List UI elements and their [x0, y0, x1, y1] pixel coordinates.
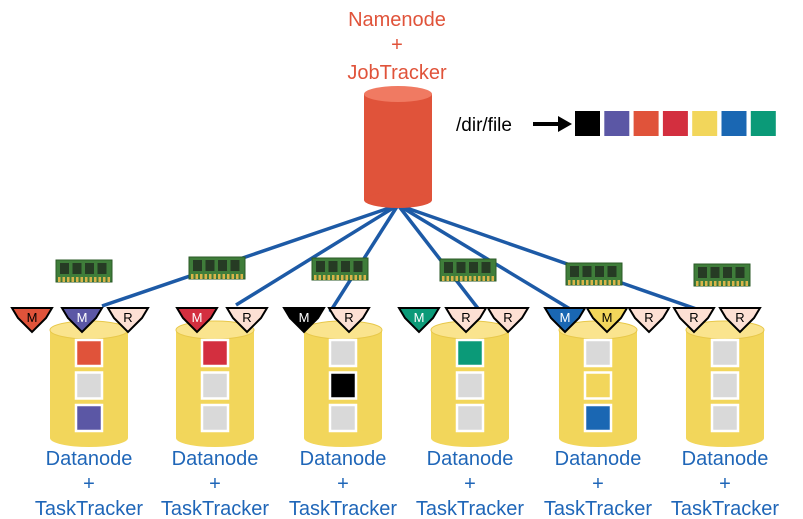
node-label-plus: +	[719, 473, 731, 495]
slot-label: R	[503, 310, 512, 325]
stored-block	[583, 403, 613, 433]
worker-node: M M R Datanode + TaskTracker	[543, 262, 671, 519]
jobtracker-title: JobTracker	[347, 62, 447, 84]
slot-label: R	[735, 310, 744, 325]
stored-block	[200, 403, 230, 433]
network-link	[397, 203, 706, 314]
ram-module-icon	[693, 263, 751, 287]
stored-block	[74, 403, 104, 433]
worker-nodes: M M R Datanode + TaskTracker M R Datanode + TaskTr…	[10, 256, 780, 519]
file-path-label: /dir/file	[456, 115, 512, 136]
map-slot: M	[585, 307, 629, 334]
slot-label: R	[123, 310, 132, 325]
ram-module-icon	[311, 257, 369, 281]
file-block	[604, 111, 630, 136]
node-label-tasktracker: TaskTracker	[35, 498, 144, 519]
stored-block	[74, 338, 104, 368]
worker-node: M M R Datanode + TaskTracker	[10, 259, 150, 519]
reduce-slot: R	[225, 307, 269, 334]
worker-node: M R R Datanode + TaskTracker	[397, 258, 530, 519]
stored-block	[200, 371, 230, 400]
file-block	[662, 111, 688, 136]
stored-block	[200, 338, 230, 368]
slot-label: M	[192, 310, 203, 325]
ram-module-icon	[565, 262, 623, 286]
reduce-slot: R	[672, 307, 716, 334]
node-label-plus: +	[592, 473, 604, 495]
file-block	[575, 111, 600, 136]
stored-block	[583, 338, 613, 368]
node-label-tasktracker: TaskTracker	[161, 498, 270, 519]
stored-block	[710, 371, 740, 400]
file-block	[692, 111, 718, 136]
namenode-title: Namenode	[348, 9, 446, 31]
node-label-datanode: Datanode	[682, 448, 769, 470]
reduce-slot: R	[106, 307, 150, 334]
namenode-cylinder	[364, 86, 432, 208]
map-slot: M	[10, 307, 54, 334]
reduce-slot: R	[486, 307, 530, 334]
map-slot: M	[175, 307, 219, 334]
ram-module-icon	[55, 259, 113, 283]
slot-label: R	[344, 310, 353, 325]
slot-label: R	[461, 310, 470, 325]
slot-label: M	[560, 310, 571, 325]
network-link	[235, 203, 399, 307]
node-label-plus: +	[209, 473, 221, 495]
slot-label: M	[602, 310, 613, 325]
node-label-datanode: Datanode	[555, 448, 642, 470]
network-link	[101, 203, 399, 308]
worker-node: R R Datanode + TaskTracker	[671, 263, 780, 519]
network-link	[396, 203, 482, 313]
node-label-datanode: Datanode	[46, 448, 133, 470]
node-label-tasktracker: TaskTracker	[416, 498, 525, 519]
map-slot: M	[543, 307, 587, 334]
node-label-datanode: Datanode	[172, 448, 259, 470]
map-slot: M	[60, 307, 104, 334]
file-block	[633, 111, 659, 136]
worker-node: M R Datanode + TaskTracker	[161, 256, 270, 519]
stored-block	[710, 403, 740, 433]
node-label-plus: +	[464, 473, 476, 495]
file-blocks	[575, 111, 776, 136]
stored-block	[455, 371, 485, 400]
node-label-tasktracker: TaskTracker	[544, 498, 653, 519]
stored-block	[710, 338, 740, 368]
node-label-plus: +	[83, 473, 95, 495]
slot-label: R	[644, 310, 653, 325]
slot-label: M	[299, 310, 310, 325]
map-slot: M	[397, 307, 441, 334]
reduce-slot: R	[444, 307, 488, 334]
slot-label: M	[414, 310, 425, 325]
node-label-datanode: Datanode	[300, 448, 387, 470]
map-slot: M	[282, 307, 326, 334]
slot-label: R	[689, 310, 698, 325]
node-label-tasktracker: TaskTracker	[289, 498, 398, 519]
node-label-plus: +	[337, 473, 349, 495]
reduce-slot: R	[327, 307, 371, 334]
stored-block	[455, 403, 485, 433]
stored-block	[328, 403, 358, 433]
node-label-tasktracker: TaskTracker	[671, 498, 780, 519]
namenode-plus: +	[391, 34, 403, 56]
ram-module-icon	[439, 258, 497, 282]
worker-node: M R Datanode + TaskTracker	[282, 257, 398, 519]
stored-block	[328, 338, 358, 368]
slot-label: M	[27, 310, 38, 325]
file-block	[750, 111, 776, 136]
stored-block	[328, 371, 358, 400]
file-arrow-icon	[533, 116, 572, 132]
slot-label: M	[77, 310, 88, 325]
ram-module-icon	[188, 256, 246, 280]
reduce-slot: R	[627, 307, 671, 334]
stored-block	[74, 371, 104, 400]
file-block	[721, 111, 747, 136]
slot-label: R	[242, 310, 251, 325]
stored-block	[583, 371, 613, 400]
reduce-slot: R	[718, 307, 762, 334]
node-label-datanode: Datanode	[427, 448, 514, 470]
stored-block	[455, 338, 485, 368]
